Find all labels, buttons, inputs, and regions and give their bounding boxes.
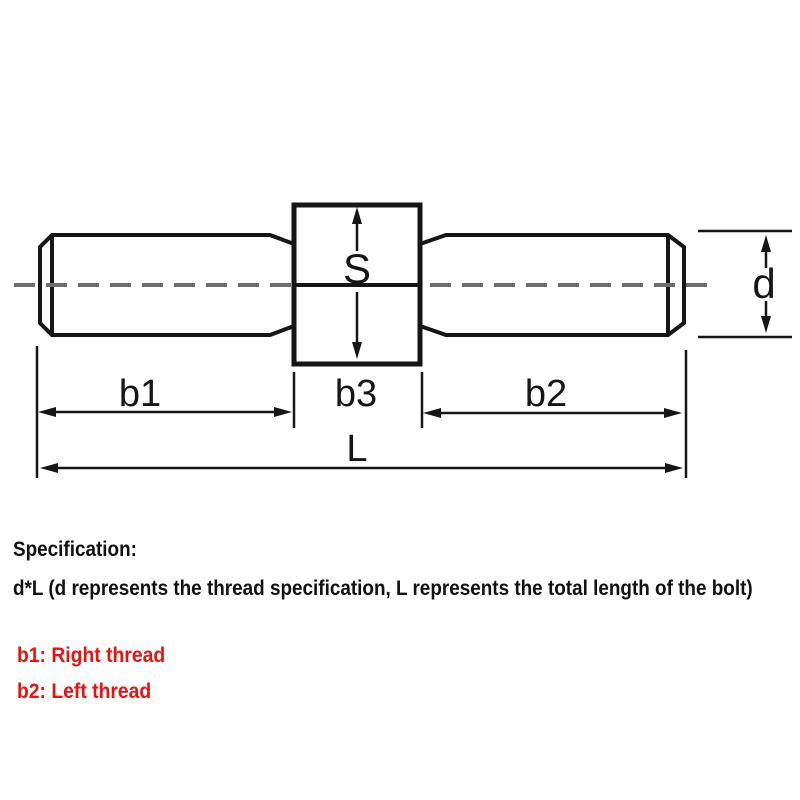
dimension-b1 (38, 407, 292, 417)
l-arrowhead-left (40, 463, 58, 473)
note-b1-right-thread: b1: Right thread (17, 644, 166, 667)
spec-heading: Specification: (13, 538, 137, 561)
b1-label: b1 (119, 373, 161, 415)
d-arrowhead-down (761, 316, 771, 333)
l-arrowhead-right (665, 463, 683, 473)
spec-description: d*L (d represents the thread specificati… (13, 577, 753, 600)
extension-lines (35, 346, 688, 478)
d-arrowhead-up (761, 235, 771, 252)
right-threaded-section (418, 233, 686, 337)
b2-arrowhead-left (423, 408, 441, 418)
b1-arrowhead-left (38, 407, 56, 417)
stud-bolt-drawing: S d b1 b3 (14, 202, 792, 478)
b2-label: b2 (525, 373, 567, 415)
l-label: L (346, 428, 367, 470)
b1-arrowhead-right (274, 407, 292, 417)
d-label: d (752, 260, 775, 307)
s-arrowhead-down (352, 342, 362, 359)
right-thread-outline (418, 233, 686, 337)
note-b2-left-thread: b2: Left thread (17, 680, 152, 703)
b2-arrowhead-right (664, 408, 682, 418)
s-arrowhead-up (352, 207, 362, 224)
b3-label: b3 (335, 373, 377, 415)
s-label: S (343, 245, 371, 292)
dimension-d (698, 229, 792, 339)
dimension-b2 (423, 408, 682, 418)
dimension-s (352, 207, 362, 359)
dimension-l (40, 463, 683, 473)
left-thread-outline (38, 233, 296, 337)
